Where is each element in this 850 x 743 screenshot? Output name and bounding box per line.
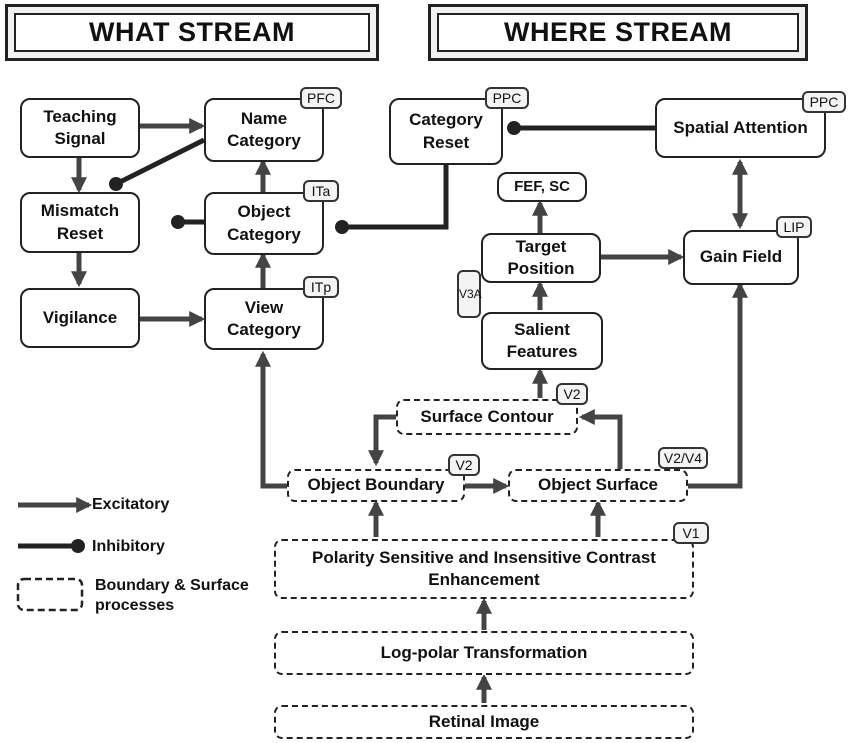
legend-boundary-surface-label: Boundary & Surface processes: [95, 577, 249, 614]
teaching-signal-node: Teaching Signal: [20, 98, 140, 158]
spatial-attention-label: Spatial Attention: [673, 117, 808, 137]
object-category-node: Object Category: [204, 192, 324, 255]
target-position-label: Target Position: [507, 236, 575, 278]
arrow-surface-to-contour: [578, 408, 623, 470]
mismatch-reset-label: Mismatch Reset: [40, 201, 120, 243]
legend-dashed-box: [16, 577, 84, 612]
spatial-attention-node: Spatial Attention: [655, 98, 826, 158]
tag-v3a: V3A: [457, 270, 482, 318]
arrow-boundary-to-view: [254, 350, 287, 489]
name-category-label: Name Category: [227, 108, 301, 150]
inhibit-dot-object: [335, 220, 349, 234]
tag-ppc-spatial: PPC: [802, 91, 846, 113]
tag-lip: LIP: [776, 216, 812, 238]
legend-inhibitory-label: Inhibitory: [92, 538, 165, 555]
arrow-contour-to-boundary: [367, 414, 398, 467]
inhibit-name-to-mismatch: [116, 137, 206, 186]
tag-v1: V1: [673, 522, 709, 544]
object-surface-node: Object Surface: [508, 469, 688, 502]
what-stream-title: WHAT STREAM: [89, 17, 295, 47]
mismatch-reset-node: Mismatch Reset: [20, 192, 140, 253]
legend-inhibitory-dot: [71, 539, 85, 553]
tag-pfc: PFC: [300, 87, 342, 109]
retinal-image-label: Retinal Image: [428, 711, 540, 731]
object-surface-label: Object Surface: [538, 475, 658, 495]
salient-features-node: Salient Features: [481, 312, 603, 370]
retinal-image-node: Retinal Image: [274, 705, 694, 739]
view-category-label: View Category: [227, 297, 301, 339]
gain-field-label: Gain Field: [699, 247, 783, 267]
where-stream-title: WHERE STREAM: [504, 17, 732, 47]
tag-ppc-category: PPC: [485, 87, 529, 109]
category-reset-node: Category Reset: [389, 98, 503, 165]
view-category-node: View Category: [204, 288, 324, 350]
polarity-contrast-node: Polarity Sensitive and Insensitive Contr…: [274, 539, 694, 599]
salient-features-label: Salient Features: [506, 319, 578, 361]
tag-v2-boundary: V2: [448, 454, 480, 476]
fef-sc-label: FEF, SC: [514, 178, 570, 196]
name-category-node: Name Category: [204, 98, 324, 162]
inhibit-dot-mismatch-b: [109, 177, 123, 191]
object-boundary-label: Object Boundary: [307, 475, 445, 495]
category-reset-label: Category Reset: [409, 110, 483, 152]
inhibit-dot-categoryreset: [507, 121, 521, 135]
legend-excitatory-label: Excitatory: [92, 496, 170, 513]
teaching-signal-label: Teaching Signal: [43, 106, 117, 148]
tag-v2-contour: V2: [556, 383, 588, 405]
object-boundary-node: Object Boundary: [287, 469, 465, 502]
vigilance-node: Vigilance: [20, 288, 140, 348]
where-stream-header: WHERE STREAM: [428, 4, 808, 61]
fef-sc-node: FEF, SC: [497, 172, 587, 202]
tag-itp: ITp: [303, 276, 339, 298]
inhibit-categoryreset-to-object: [344, 165, 449, 230]
gain-field-node: Gain Field: [683, 230, 799, 285]
log-polar-node: Log-polar Transformation: [274, 631, 694, 675]
surface-contour-label: Surface Contour: [420, 406, 554, 426]
polarity-contrast-label: Polarity Sensitive and Insensitive Contr…: [312, 547, 656, 589]
vigilance-label: Vigilance: [42, 307, 118, 327]
what-stream-header: WHAT STREAM: [5, 4, 379, 61]
tag-v2v4: V2/V4: [658, 447, 708, 469]
target-position-node: Target Position: [481, 233, 601, 283]
object-category-label: Object Category: [227, 202, 301, 244]
log-polar-label: Log-polar Transformation: [380, 642, 588, 662]
inhibit-dot-mismatch-a: [171, 215, 185, 229]
surface-contour-node: Surface Contour: [396, 399, 578, 435]
tag-ita: ITa: [303, 180, 339, 202]
arrow-surface-to-gainfield: [688, 281, 749, 489]
